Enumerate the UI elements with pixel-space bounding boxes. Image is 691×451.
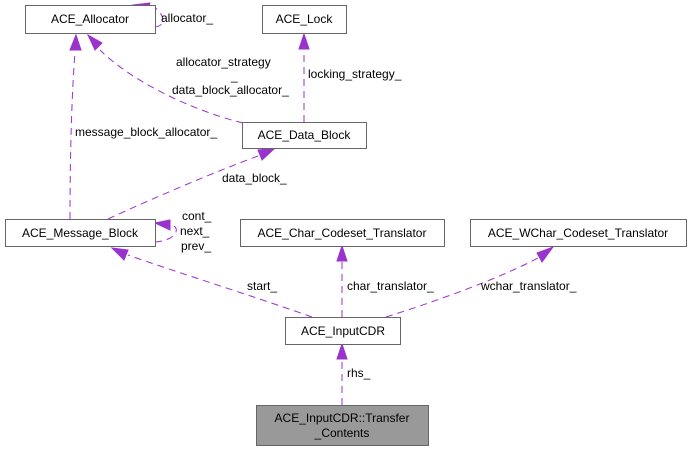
node-ace-message-block[interactable]: ACE_Message_Block bbox=[5, 219, 156, 247]
arrowhead bbox=[153, 219, 171, 231]
edge-message-block-to-data-block bbox=[107, 155, 259, 220]
node-label-line2: _Contents bbox=[314, 426, 370, 440]
edge-data-block-to-allocator bbox=[99, 49, 244, 124]
node-ace-data-block[interactable]: ACE_Data_Block bbox=[242, 122, 367, 149]
node-ace-lock[interactable]: ACE_Lock bbox=[262, 5, 347, 34]
edge-label-next: next_ bbox=[180, 224, 210, 238]
node-ace-wchar-codeset-translator[interactable]: ACE_WChar_Codeset_Translator bbox=[470, 219, 687, 247]
arrowhead bbox=[298, 32, 310, 50]
node-label: ACE_InputCDR bbox=[301, 324, 385, 338]
edge-label-rhs: rhs_ bbox=[347, 366, 371, 380]
arrowhead bbox=[86, 33, 103, 51]
edge-label-char-translator: char_translator_ bbox=[347, 279, 434, 293]
edge-label-message-block-allocator: message_block_allocator_ bbox=[75, 125, 217, 139]
edge-label-allocator-strategy-underscore: _ bbox=[230, 69, 238, 83]
node-label-line1: ACE_InputCDR::Transfer bbox=[275, 411, 410, 425]
node-label: ACE_WChar_Codeset_Translator bbox=[488, 226, 668, 240]
node-ace-char-codeset-translator[interactable]: ACE_Char_Codeset_Translator bbox=[240, 219, 445, 247]
node-label: ACE_Char_Codeset_Translator bbox=[258, 226, 427, 240]
arrowhead bbox=[69, 33, 82, 51]
edge-message-block-self bbox=[154, 224, 177, 243]
edge-label-prev: prev_ bbox=[181, 239, 211, 253]
arrowhead bbox=[536, 245, 555, 263]
edge-allocator-self bbox=[154, 7, 164, 28]
node-label: ACE_Message_Block bbox=[22, 226, 139, 240]
arrowhead bbox=[257, 147, 277, 161]
arrowhead bbox=[110, 247, 129, 261]
edge-input-cdr-to-wchar-translator bbox=[385, 257, 539, 318]
edge-label-data-block-allocator: data_block_allocator_ bbox=[172, 83, 289, 97]
arrowhead bbox=[336, 244, 348, 262]
edge-label-data-block: data_block_ bbox=[222, 171, 287, 185]
node-ace-allocator[interactable]: ACE_Allocator bbox=[25, 5, 156, 34]
edge-input-cdr-to-message-block bbox=[127, 254, 313, 318]
node-label: ACE_Data_Block bbox=[258, 128, 352, 142]
node-ace-inputcdr-transfer-contents: ACE_InputCDR::Transfer _Contents bbox=[256, 405, 429, 446]
edge-label-cont: cont_ bbox=[182, 209, 212, 223]
node-label: ACE_Lock bbox=[276, 12, 334, 26]
arrowhead bbox=[336, 342, 348, 360]
edge-label-wchar-translator: wchar_translator_ bbox=[480, 279, 577, 293]
edge-label-allocator: allocator_ bbox=[161, 11, 213, 25]
node-ace-inputcdr[interactable]: ACE_InputCDR bbox=[285, 317, 401, 345]
edge-label-allocator-strategy: allocator_strategy bbox=[176, 55, 271, 69]
node-label: ACE_Allocator bbox=[51, 12, 129, 26]
edge-label-locking-strategy: locking_strategy_ bbox=[308, 67, 402, 81]
edge-label-start: start_ bbox=[247, 279, 277, 293]
